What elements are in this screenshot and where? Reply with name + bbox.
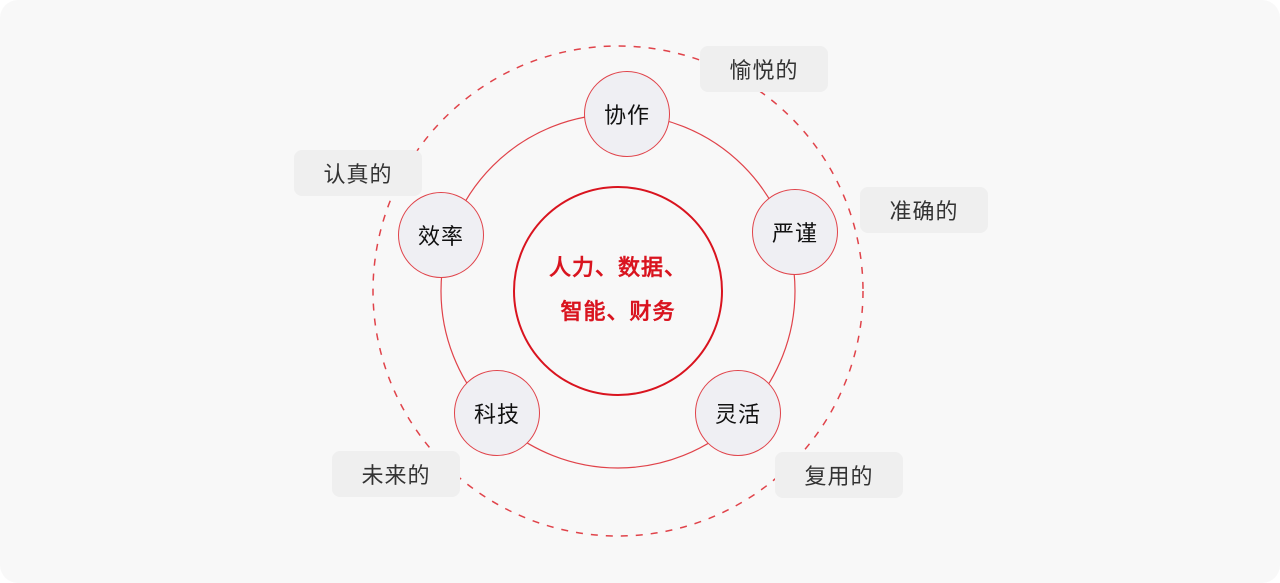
node-label: 灵活: [714, 403, 761, 428]
outer-dashed-ring: [372, 45, 864, 537]
tag-serious: 认真的: [294, 150, 422, 196]
tag-future: 未来的: [332, 451, 460, 497]
tag-label: 复用的: [804, 465, 874, 490]
node-efficiency: 效率: [398, 192, 484, 278]
tag-pleasant: 愉悦的: [700, 46, 828, 92]
core-text-line1: 人力、数据、: [548, 256, 687, 281]
node-collaboration: 协作: [584, 71, 670, 157]
node-rigor: 严谨: [752, 189, 838, 275]
node-label: 科技: [473, 403, 520, 428]
core-circle: 人力、数据、 智能、财务: [513, 186, 723, 396]
node-technology: 科技: [454, 370, 540, 456]
tag-label: 愉悦的: [729, 59, 799, 84]
tag-label: 认真的: [323, 163, 393, 188]
node-label: 协作: [603, 104, 650, 129]
tag-accurate: 准确的: [860, 187, 988, 233]
node-label: 严谨: [771, 222, 818, 247]
tag-reusable: 复用的: [775, 452, 903, 498]
node-label: 效率: [417, 225, 464, 250]
tag-label: 未来的: [361, 464, 431, 489]
core-text-line2: 智能、财务: [560, 300, 676, 325]
node-flexible: 灵活: [695, 370, 781, 456]
tag-label: 准确的: [889, 200, 959, 225]
